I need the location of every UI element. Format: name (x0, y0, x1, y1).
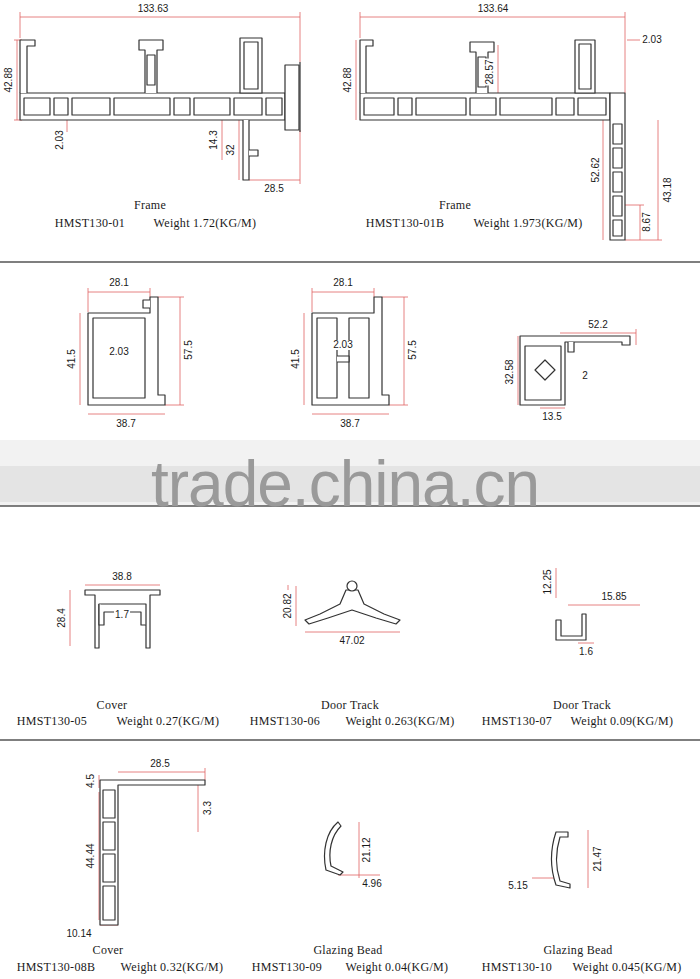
dimension-value: 1.7 (114, 610, 130, 620)
dimension-value: 52.62 (591, 156, 601, 183)
dimension-value: 2 (581, 371, 589, 381)
profile-caption: HMST130-01 (55, 217, 125, 229)
profile-caption: Glazing Bead (543, 944, 612, 956)
dimension-value: 42.88 (343, 66, 353, 93)
dimension-value: 2.03 (55, 129, 65, 150)
profile-caption: Weight 0.263(KG/M) (345, 715, 454, 727)
watermark: trade.china.cn (151, 452, 539, 516)
profile-caption: Door Track (321, 699, 379, 711)
dimension-value: 28.1 (108, 278, 129, 288)
dimension-value: 44.44 (86, 842, 96, 869)
dimension-value: 38.8 (111, 572, 132, 582)
dimension-value: 20.82 (283, 592, 293, 619)
dimension-value: 47.02 (338, 636, 365, 646)
dimension-value: 32 (226, 143, 236, 156)
profile-caption: Frame (439, 199, 471, 211)
dimension-value: 28.57 (485, 58, 495, 85)
profile-caption: HMST130-07 (482, 715, 552, 727)
dimension-value: 38.7 (339, 419, 360, 429)
profile-caption: HMST130-01B (366, 217, 445, 229)
profile-caption: HMST130-10 (482, 961, 552, 973)
dimension-value: 28.5 (263, 184, 284, 194)
profile-caption: HMST130-06 (250, 715, 320, 727)
dimension-value: 41.5 (67, 348, 77, 369)
profile-caption: HMST130-08B (17, 961, 96, 973)
dimension-value: 12.25 (543, 568, 553, 595)
profile-caption: Glazing Bead (313, 944, 382, 956)
profile-caption: HMST130-05 (17, 715, 87, 727)
profile-caption: Weight 0.09(KG/M) (571, 715, 674, 727)
dimension-value: 2.03 (332, 340, 353, 350)
dimension-value: 13.5 (541, 412, 562, 422)
dimension-value: 8.67 (642, 211, 652, 232)
dimension-value: 133.63 (137, 4, 170, 14)
dimension-value: 5.15 (507, 881, 528, 891)
profile-caption: Weight 0.32(KG/M) (121, 961, 224, 973)
dimension-value: 28.5 (149, 759, 170, 769)
dimension-value: 21.12 (362, 836, 372, 863)
profile-caption: Weight 0.045(KG/M) (572, 961, 681, 973)
profile-caption: Weight 1.973(KG/M) (473, 217, 582, 229)
dimension-value: 14.3 (209, 129, 219, 150)
dimension-value: 28.1 (332, 278, 353, 288)
dimension-value: 57.5 (408, 339, 418, 360)
dimension-value: 28.4 (57, 607, 67, 628)
profile-caption: HMST130-09 (252, 961, 322, 973)
dimension-value: 10.14 (65, 929, 92, 939)
dimension-value: 52.2 (587, 320, 608, 330)
dimension-value: 2.03 (641, 35, 662, 45)
dimension-value: 42.88 (4, 66, 14, 93)
dimension-value: 4.96 (361, 879, 382, 889)
dimension-value: 32.58 (505, 358, 515, 385)
dimension-value: 4.5 (86, 773, 96, 789)
profile-caption: Cover (93, 944, 124, 956)
dimension-value: 2.03 (108, 347, 129, 357)
profile-caption: Frame (134, 199, 166, 211)
dimension-value: 38.7 (115, 419, 136, 429)
dimension-value: 133.64 (477, 4, 510, 14)
profile-caption: Weight 0.04(KG/M) (346, 961, 449, 973)
profile-caption: Cover (97, 699, 128, 711)
dimension-value: 1.6 (578, 647, 594, 657)
dimension-value: 21.47 (593, 845, 603, 872)
dimension-value: 57.5 (184, 339, 194, 360)
dimension-value: 3.3 (203, 800, 213, 816)
profile-caption: Weight 1.72(KG/M) (154, 217, 257, 229)
dimension-value: 43.18 (663, 176, 673, 203)
profile-caption: Weight 0.27(KG/M) (117, 715, 220, 727)
dimension-value: 41.5 (291, 348, 301, 369)
dimension-value: 15.85 (600, 592, 627, 602)
profile-caption: Door Track (553, 699, 611, 711)
